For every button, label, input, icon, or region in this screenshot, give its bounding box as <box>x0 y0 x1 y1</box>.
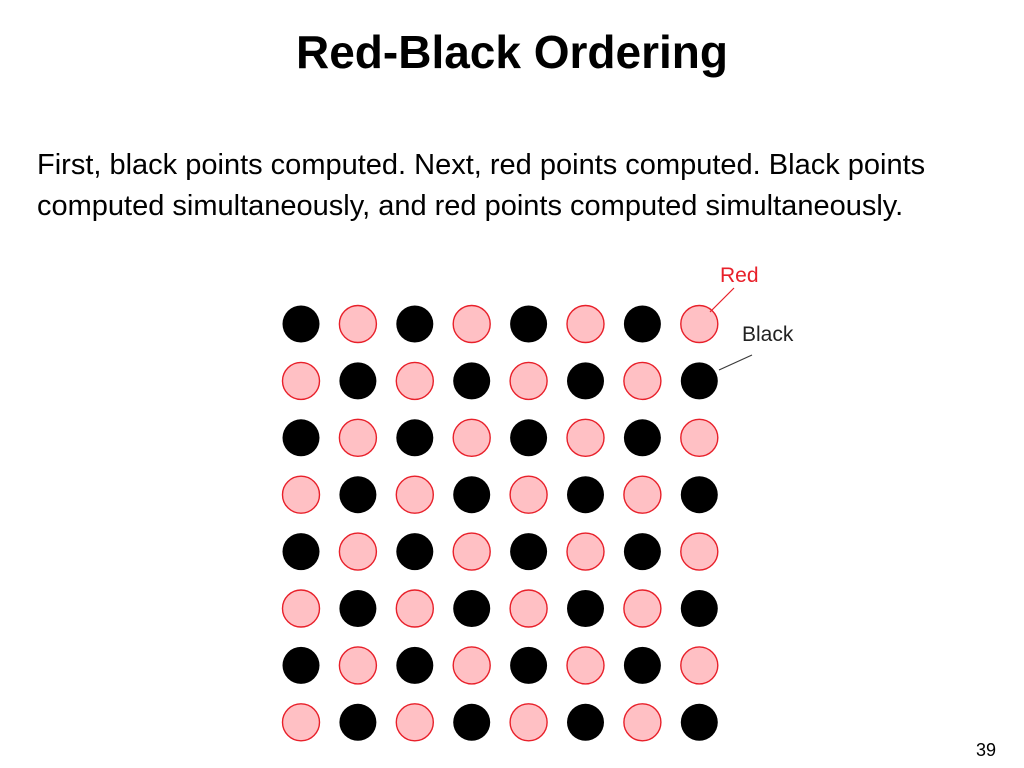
black-point <box>567 476 604 514</box>
red-point <box>338 418 378 457</box>
slide-title: Red-Black Ordering <box>296 26 728 78</box>
red-point <box>623 589 662 628</box>
black-point <box>453 362 491 400</box>
red-point <box>338 304 378 344</box>
red-point <box>623 703 662 742</box>
red-point <box>566 304 605 344</box>
page-number: 39 <box>975 740 996 760</box>
grid-points <box>281 304 719 742</box>
red-point <box>281 361 321 401</box>
red-point <box>509 475 548 514</box>
black-point <box>282 533 320 571</box>
red-point <box>452 646 491 685</box>
red-point <box>281 703 321 742</box>
black-point <box>510 305 548 343</box>
black-point <box>453 476 491 514</box>
black-point <box>680 476 718 514</box>
red-point <box>281 475 321 514</box>
black-point <box>567 362 604 400</box>
black-point <box>510 533 548 571</box>
black-point <box>453 703 491 741</box>
black-callout-label: Black <box>742 323 794 346</box>
red-point <box>680 646 719 685</box>
red-point <box>338 646 378 685</box>
black-point <box>282 305 320 343</box>
black-point <box>623 646 661 684</box>
black-point <box>396 646 434 684</box>
red-point <box>452 532 491 571</box>
red-point <box>509 361 548 401</box>
red-point <box>509 589 548 628</box>
black-point <box>680 362 718 400</box>
black-point <box>339 476 377 514</box>
red-point <box>680 532 719 571</box>
black-point <box>510 646 548 684</box>
red-point <box>680 418 719 457</box>
black-point <box>453 590 491 627</box>
black-point <box>396 419 434 457</box>
red-point <box>452 304 491 344</box>
callouts: Red Black <box>709 264 794 371</box>
red-point <box>566 418 605 457</box>
red-point <box>281 589 321 628</box>
black-point <box>396 305 434 343</box>
red-point <box>509 703 548 742</box>
black-point <box>623 533 661 571</box>
red-point <box>680 304 719 344</box>
black-point <box>567 590 604 627</box>
red-point <box>395 361 434 401</box>
black-point <box>623 305 661 343</box>
red-callout-label: Red <box>720 264 759 287</box>
red-point <box>623 475 662 514</box>
red-callout-line <box>709 287 735 313</box>
red-point <box>338 532 378 571</box>
black-point <box>680 590 718 627</box>
black-point <box>510 419 548 457</box>
black-point <box>339 590 377 627</box>
black-point <box>623 419 661 457</box>
red-point <box>452 418 491 457</box>
black-point <box>339 703 377 741</box>
black-point <box>282 419 320 457</box>
black-callout-line <box>718 354 753 371</box>
red-point <box>566 646 605 685</box>
slide-body-text: First, black points computed. Next, red … <box>37 149 926 222</box>
red-point <box>623 361 662 401</box>
red-point <box>395 475 434 514</box>
black-point <box>396 533 434 571</box>
black-point <box>282 646 320 684</box>
black-point <box>680 703 718 741</box>
black-point <box>339 362 377 400</box>
red-point <box>395 703 434 742</box>
black-point <box>567 703 604 741</box>
red-point <box>395 589 434 628</box>
red-point <box>566 532 605 571</box>
